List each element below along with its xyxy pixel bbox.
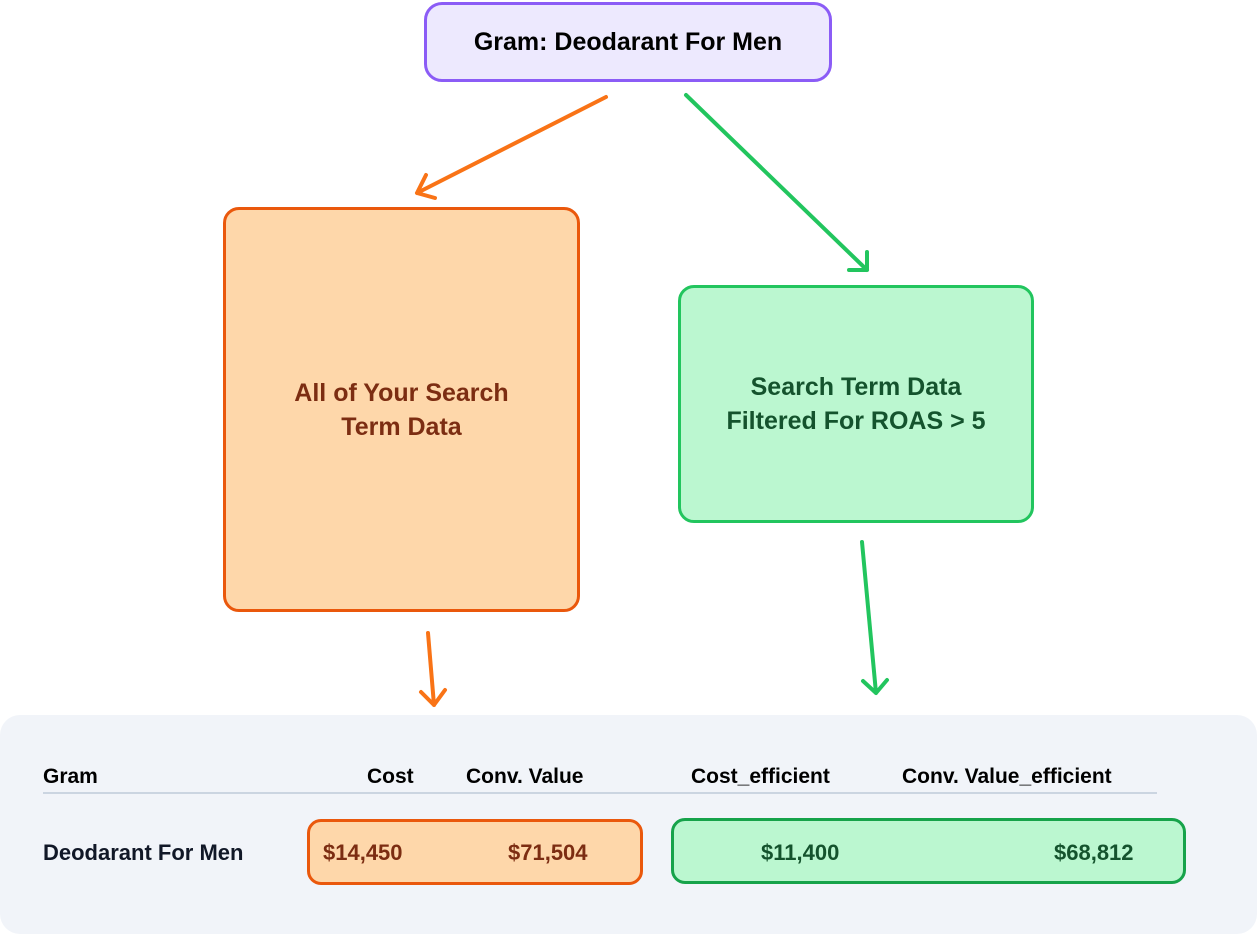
header-conv-value: Conv. Value [466,765,584,788]
header-divider [43,792,1157,794]
filtered-label-1: Search Term Data [750,373,962,401]
header-gram: Gram [43,765,98,788]
arrow-filtered-to-table [860,540,889,695]
all-data-label-2: Term Data [341,412,462,441]
all-data-values-pill [307,819,643,885]
row-cost-efficient: $11,400 [761,840,840,865]
arrow-root-to-all [415,95,608,200]
root-node-label: Gram: Deodarant For Men [473,27,783,56]
header-cost-efficient: Cost_efficient [691,765,830,788]
row-cost: $14,450 [323,840,403,865]
all-data-label-1: All of Your Search [294,378,509,407]
row-conv-value: $71,504 [508,840,588,865]
root-node: Gram: Deodarant For Men [424,2,832,82]
row-gram: Deodarant For Men [43,840,244,865]
filtered-label-2: Filtered For ROAS > 5 [726,407,986,435]
header-conv-value-efficient: Conv. Value_efficient [902,765,1112,788]
arrow-all-to-table [419,631,447,707]
arrow-root-to-filtered [684,93,869,272]
row-conv-value-efficient: $68,812 [1054,840,1134,865]
efficient-values-pill [671,818,1186,884]
header-cost: Cost [367,765,414,788]
